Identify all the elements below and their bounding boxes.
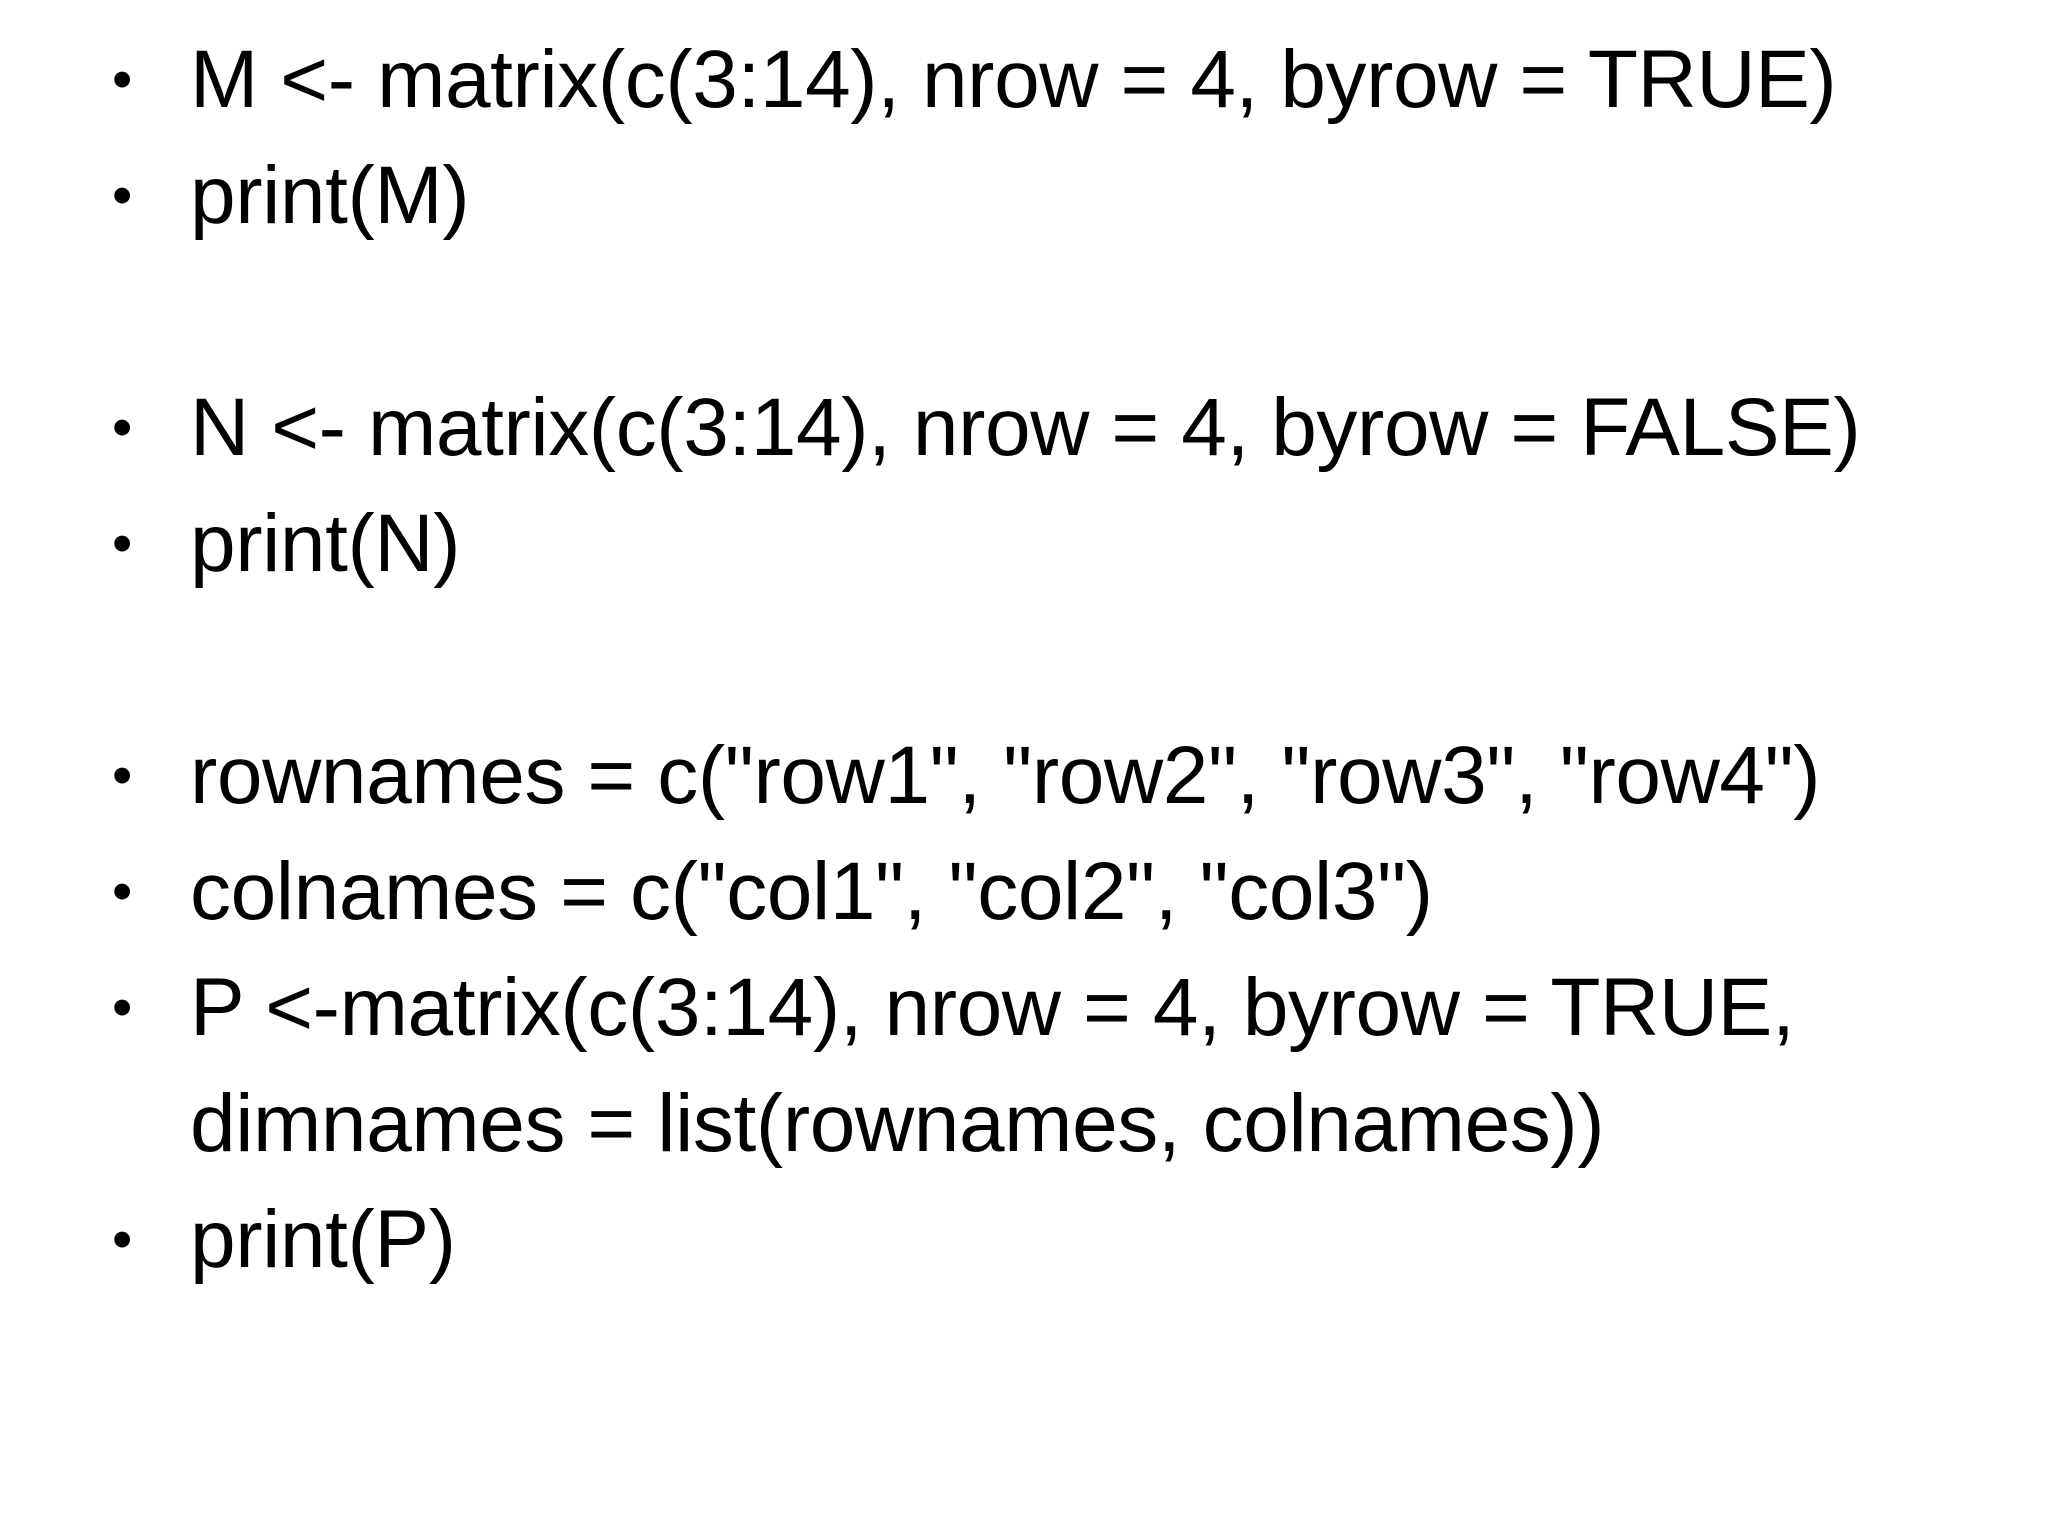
blank-line-2: [0, 602, 2048, 718]
bullet-point-icon: •: [112, 47, 132, 112]
bullet-point-icon: •: [112, 163, 132, 228]
bullet-matrix-m-assign-line-1: M <- matrix(c(3:14), nrow = 4, byrow = T…: [190, 34, 1837, 125]
bullet-colnames-assign-line-1: colnames = c("col1", "col2", "col3"): [190, 846, 1433, 937]
bullet-rownames-assign[interactable]: • rownames = c("row1", "row2", "row3", "r…: [0, 718, 2048, 834]
bullet-print-m-line-1: print(M): [190, 150, 470, 241]
bullet-rownames-assign-line-1: rownames = c("row1", "row2", "row3", "ro…: [190, 730, 1821, 821]
bullet-print-p-line-1: print(P): [190, 1194, 456, 1285]
bullet-matrix-p-assign[interactable]: • P <-matrix(c(3:14), nrow = 4, byrow = T…: [0, 950, 2048, 1182]
bullet-matrix-p-assign-line-1: P <-matrix(c(3:14), nrow = 4, byrow = TR…: [190, 962, 1795, 1053]
bullet-point-icon: •: [112, 511, 132, 576]
code-bullet-list: • M <- matrix(c(3:14), nrow = 4, byrow = …: [0, 22, 2048, 1298]
bullet-matrix-m-assign[interactable]: • M <- matrix(c(3:14), nrow = 4, byrow = …: [0, 22, 2048, 138]
blank-line-1: [0, 254, 2048, 370]
bullet-print-p[interactable]: • print(P): [0, 1182, 2048, 1298]
bullet-matrix-n-assign[interactable]: • N <- matrix(c(3:14), nrow = 4, byrow = …: [0, 370, 2048, 486]
bullet-print-n[interactable]: • print(N): [0, 486, 2048, 602]
bullet-point-icon: •: [112, 743, 132, 808]
bullet-point-icon: •: [112, 859, 132, 924]
bullet-point-icon: •: [112, 1207, 132, 1272]
bullet-matrix-p-assign-line-2: dimnames = list(rownames, colnames)): [190, 1078, 1605, 1169]
bullet-point-icon: •: [112, 395, 132, 460]
bullet-print-n-line-1: print(N): [190, 498, 461, 589]
bullet-point-icon: •: [112, 975, 132, 1040]
bullet-print-m[interactable]: • print(M): [0, 138, 2048, 254]
bullet-matrix-n-assign-line-1: N <- matrix(c(3:14), nrow = 4, byrow = F…: [190, 382, 1861, 473]
bullet-colnames-assign[interactable]: • colnames = c("col1", "col2", "col3"): [0, 834, 2048, 950]
